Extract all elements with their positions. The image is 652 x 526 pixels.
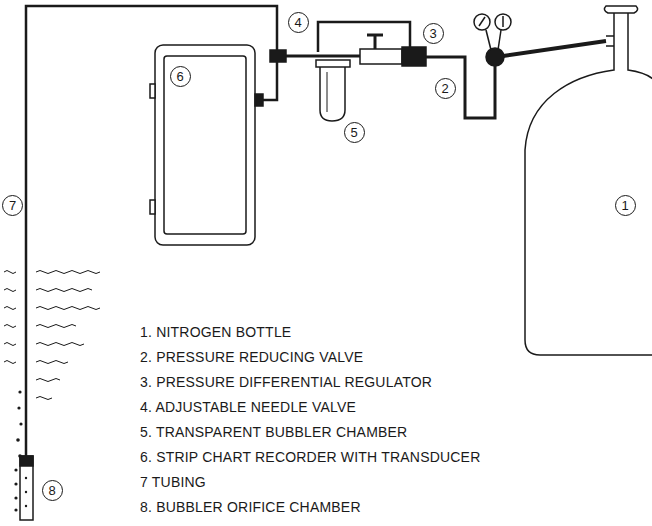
strip-chart-recorder [150,45,263,245]
callout-circle: 5 [344,122,365,143]
needle-valve-bypass [318,22,410,52]
callout-number: 2 [441,82,448,95]
part-label: 2. PRESSURE REDUCING VALVE [140,350,363,364]
water-surface [4,271,100,400]
pressure-reducing-valve [474,14,511,66]
part-label: 6. STRIP CHART RECORDER WITH TRANSDUCER [140,450,480,464]
orifice-chamber [20,456,33,520]
gas-line [286,55,360,58]
callout-circle: 8 [42,480,63,501]
part-label: 5. TRANSPARENT BUBBLER CHAMBER [140,425,407,439]
part-label: 3. PRESSURE DIFFERENTIAL REGULATOR [140,375,432,389]
part-label: 4. ADJUSTABLE NEEDLE VALVE [140,400,356,414]
differential-regulator [360,35,426,66]
callout-circle: 4 [288,12,309,33]
gas-line [503,41,606,56]
callout-number: 4 [294,16,301,29]
gas-line [425,57,495,118]
part-label: 1. NITROGEN BOTTLE [140,325,291,339]
bubbler-chamber [316,60,350,121]
callout-number: 8 [48,484,55,497]
gas-line [262,62,277,100]
callout-circle: 7 [2,195,23,216]
callout-circle: 1 [615,195,636,216]
part-label: 7 TUBING [140,475,206,489]
callout-number: 3 [429,27,436,40]
callout-number: 7 [9,199,16,212]
callout-circle: 3 [423,23,444,44]
callout-number: 1 [621,199,628,212]
part-label: 8. BUBBLER ORIFICE CHAMBER [140,500,361,514]
callout-circle: 6 [170,66,191,87]
tee-fitting [270,50,286,62]
callout-number: 6 [176,70,183,83]
callout-circle: 2 [435,78,456,99]
callout-number: 5 [350,126,357,139]
nitrogen-bottle [525,6,652,355]
